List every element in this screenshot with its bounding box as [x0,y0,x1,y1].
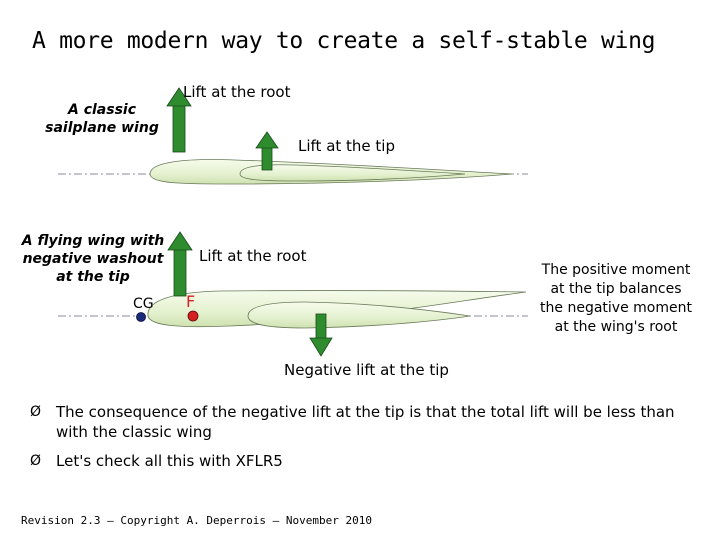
lower-root-lift-arrow [167,231,193,297]
upper-tip-lift-arrow [255,131,279,171]
f-point [187,310,199,322]
negative-lift-label: Negative lift at the tip [284,361,449,379]
upper-tip-lift-label: Lift at the tip [298,137,395,155]
upper-root-lift-label: Lift at the root [183,83,291,101]
lower-root-lift-label: Lift at the root [199,247,307,265]
bullet-item: Ø The consequence of the negative lift a… [30,402,700,442]
upper-caption: A classic sailplane wing [45,102,159,136]
bullet-item: Ø Let's check all this with XFLR5 [30,451,700,471]
lower-tip-airfoil [247,301,471,329]
cg-label: CG [133,296,154,312]
f-label: F [186,292,196,311]
bullet-marker: Ø [30,453,42,469]
lower-caption: A flying wing with negative washout at t… [21,233,165,285]
footer: Revision 2.3 – Copyright A. Deperrois – … [21,514,372,527]
upper-root-lift-arrow [166,87,192,153]
cg-point [136,312,146,322]
lower-tip-negative-lift-arrow [309,313,333,357]
bullet-marker: Ø [30,404,42,420]
bullet-text: Let's check all this with XFLR5 [56,452,283,470]
bullet-text: The consequence of the negative lift at … [56,403,675,441]
upper-tip-airfoil [239,164,466,182]
moment-note: The positive moment at the tip balances … [540,262,692,335]
page-title: A more modern way to create a self-stabl… [32,28,656,54]
